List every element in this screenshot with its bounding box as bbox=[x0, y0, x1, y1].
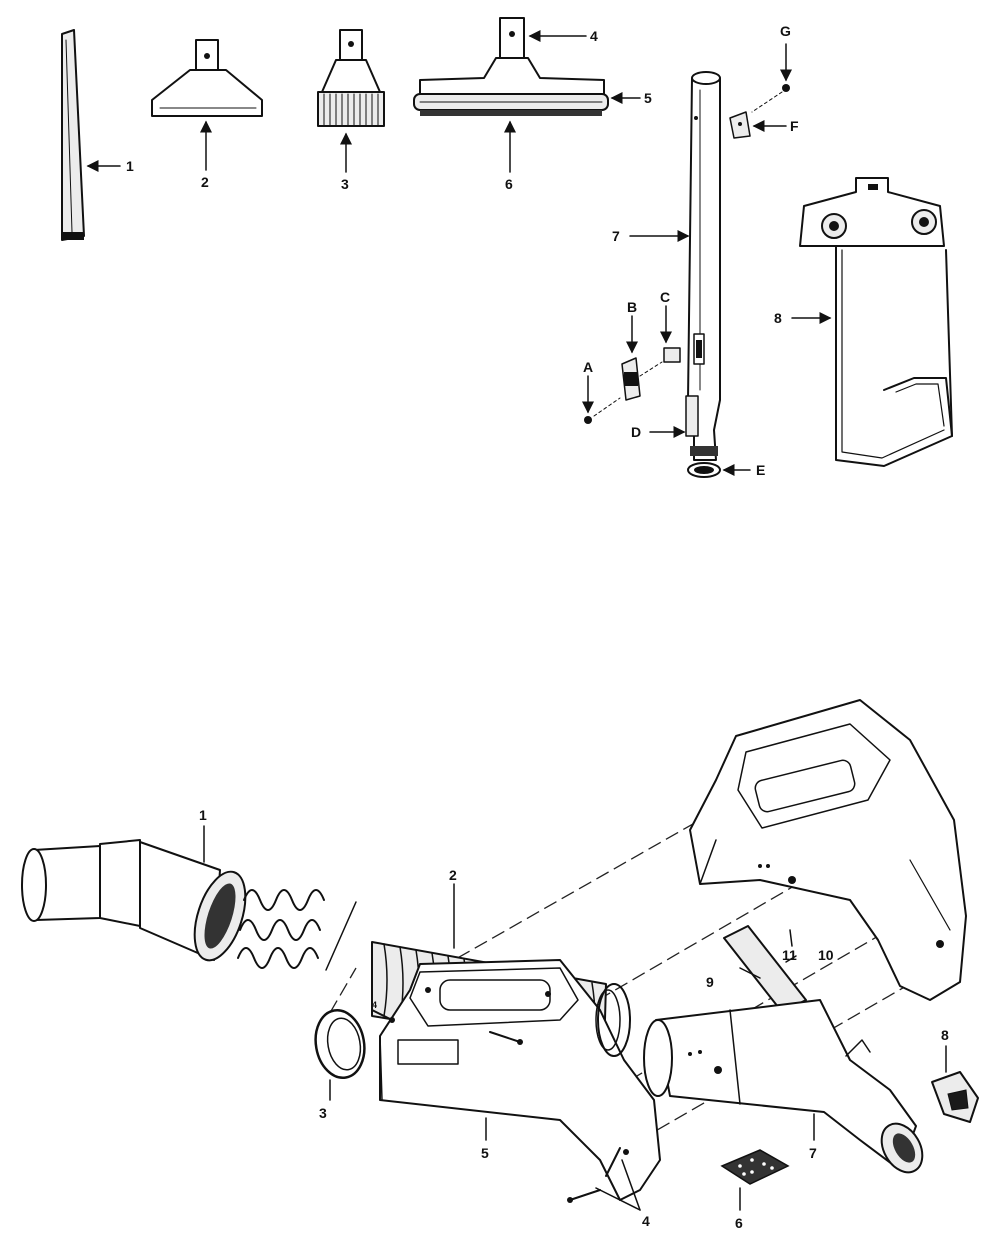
callout-lower-3: 3 bbox=[319, 1105, 327, 1121]
tool-rack bbox=[791, 177, 953, 467]
extension-wand bbox=[629, 71, 721, 461]
callout-upper-f: F bbox=[790, 118, 799, 134]
spring-coil bbox=[237, 889, 357, 971]
callout-lower-4a: 4 bbox=[372, 1000, 377, 1010]
crevice-tool bbox=[61, 29, 121, 241]
handle-tube bbox=[643, 999, 924, 1174]
callout-upper-5: 5 bbox=[644, 90, 652, 106]
callout-upper-d: D bbox=[631, 424, 641, 440]
callout-upper-2: 2 bbox=[201, 174, 209, 190]
callout-lower-1: 1 bbox=[199, 807, 207, 823]
lower-diagram: 1 2 3 4 4 5 6 7 8 9 10 11 bbox=[21, 699, 979, 1231]
hose-end-coil bbox=[595, 983, 631, 1057]
callout-lower-10: 10 bbox=[818, 947, 834, 963]
callout-lower-6: 6 bbox=[735, 1215, 743, 1231]
callout-upper-3: 3 bbox=[341, 176, 349, 192]
callout-lower-4b: 4 bbox=[642, 1213, 650, 1229]
callout-lower-8: 8 bbox=[941, 1027, 949, 1043]
callout-upper-7: 7 bbox=[612, 228, 620, 244]
upholstery-tool bbox=[151, 39, 263, 171]
callout-upper-1: 1 bbox=[126, 158, 134, 174]
upper-diagram: 1 2 3 4 5 6 7 8 A B C D E F G bbox=[61, 17, 953, 478]
callout-upper-8: 8 bbox=[774, 310, 782, 326]
callout-lower-9: 9 bbox=[706, 974, 714, 990]
handle-half-rear bbox=[689, 699, 967, 1001]
label-plate bbox=[723, 925, 807, 1013]
callout-upper-b: B bbox=[627, 299, 637, 315]
end-cap bbox=[931, 1045, 979, 1123]
callout-upper-a: A bbox=[583, 359, 593, 375]
small-parts bbox=[582, 43, 792, 478]
collar bbox=[314, 1009, 366, 1101]
screws bbox=[371, 1009, 641, 1211]
callout-lower-11: 11 bbox=[782, 947, 797, 963]
callout-lower-2: 2 bbox=[449, 867, 457, 883]
hose-cuff bbox=[21, 825, 247, 962]
dusting-brush bbox=[317, 29, 385, 173]
callout-upper-e: E bbox=[756, 462, 765, 478]
callout-upper-4: 4 bbox=[590, 28, 598, 44]
handle-half-front bbox=[379, 959, 661, 1201]
callout-upper-g: G bbox=[780, 23, 791, 39]
floor-tool bbox=[413, 17, 641, 173]
callout-lower-7: 7 bbox=[809, 1145, 817, 1161]
filter-pad bbox=[720, 1149, 790, 1211]
callout-upper-c: C bbox=[660, 289, 670, 305]
callout-lower-5: 5 bbox=[481, 1145, 489, 1161]
callout-upper-6: 6 bbox=[505, 176, 513, 192]
